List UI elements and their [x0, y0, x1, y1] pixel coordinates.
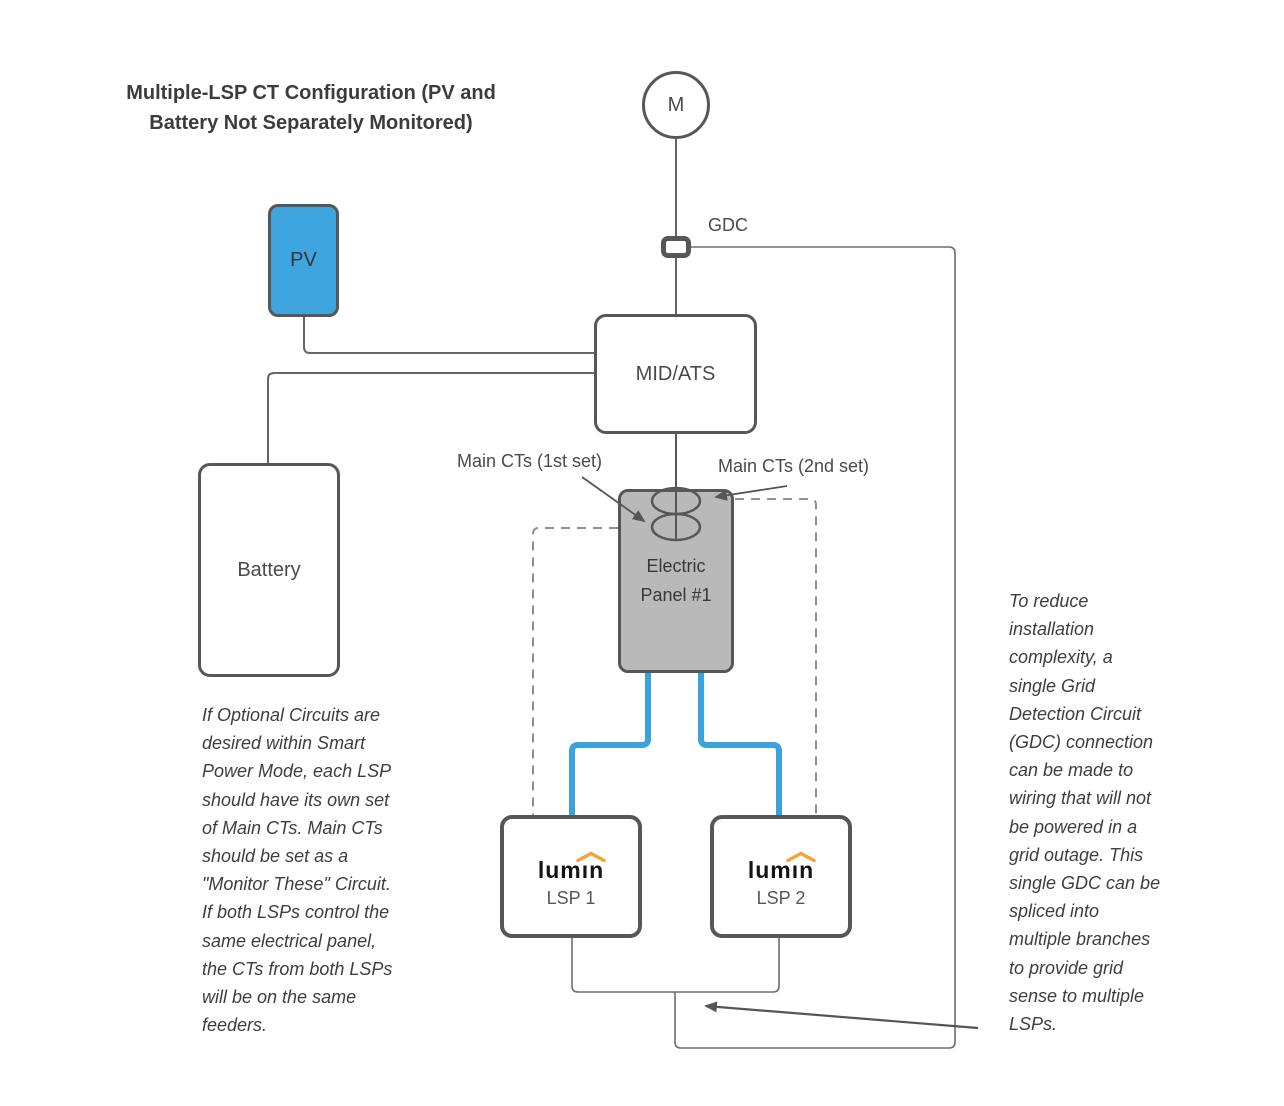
gdc-label: GDC	[708, 215, 748, 235]
pv-node: PV	[268, 204, 339, 317]
lsp1-node: lumın LSP 1	[500, 815, 642, 938]
lsp2-node: lumın LSP 2	[710, 815, 852, 938]
pv-label: PV	[290, 249, 317, 271]
lumin-roof-icon	[576, 851, 606, 862]
lsp1-label: LSP 1	[546, 887, 596, 908]
main-cts-second-label: Main CTs (2nd set)	[718, 456, 870, 476]
lumin-wordmark: lumın	[747, 856, 815, 883]
diagram-title: Multiple-LSP CT Configuration (PV and Ba…	[126, 82, 496, 134]
lumin-wordmark: lumın	[537, 856, 605, 883]
wire-panel-to-lsp2	[698, 673, 782, 815]
lumin-roof-icon	[786, 851, 816, 862]
wire-lsp-bus	[571, 938, 780, 993]
arrow-gdc-splice	[704, 1001, 979, 1030]
lumin-logo: lumın	[747, 851, 816, 883]
left-note: If Optional Circuits are desired within …	[202, 705, 393, 1036]
meter-node: M	[642, 71, 710, 139]
lsp2-label: LSP 2	[756, 887, 806, 908]
meter-label: M	[667, 93, 685, 116]
dashed-boundary-second-set	[735, 498, 817, 816]
electric-panel-node: Electric Panel #1	[618, 489, 734, 673]
dashed-boundary-first-set	[532, 527, 618, 816]
electric-panel-label: Electric Panel #1	[640, 556, 712, 605]
battery-node: Battery	[198, 463, 340, 677]
wire-pv-to-midats	[303, 317, 594, 354]
main-cts-first-label: Main CTs (1st set)	[457, 451, 603, 471]
right-note: To reduce installation complexity, a sin…	[1009, 591, 1161, 1035]
gdc-node	[661, 236, 691, 258]
wire-battery-to-midats	[267, 372, 594, 463]
lumin-logo: lumın	[537, 851, 606, 883]
battery-label: Battery	[237, 558, 301, 581]
wire-panel-to-lsp1	[569, 673, 651, 815]
mid-ats-node: MID/ATS	[594, 314, 757, 434]
mid-ats-label: MID/ATS	[635, 362, 716, 385]
